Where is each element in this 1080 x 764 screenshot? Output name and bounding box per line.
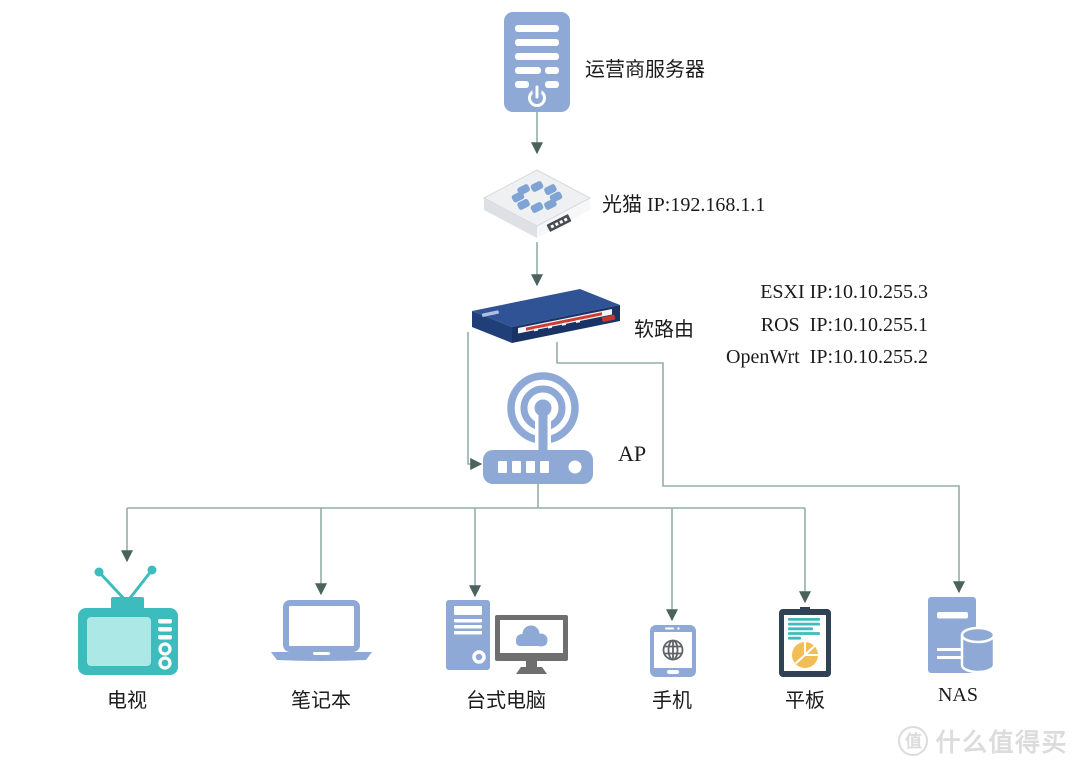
tablet-icon [779,607,831,677]
desktop-icon [446,600,568,675]
ap-label: AP [618,441,647,466]
router-ip-list: ESXI IP:10.10.255.3 ROS IP:10.10.255.1 O… [726,276,928,374]
watermark-text: 什么值得买 [935,729,1068,757]
smzdm-logo-icon: 值 [898,726,929,756]
tv-label: 电视 [107,690,147,712]
laptop-label: 笔记本 [291,690,351,712]
router-label: 软路由 [634,319,694,341]
tablet-label: 平板 [785,690,825,712]
nas-label: NAS [937,684,979,706]
smzdm-watermark: 值 什么值得买 [898,723,1068,759]
router-ip-openwrt: OpenWrt IP:10.10.255.2 [726,346,928,368]
edge-router-ap [467,332,483,470]
laptop-icon [269,600,374,662]
router-ip-ros: ROS IP:10.10.255.1 [760,313,928,336]
isp-server-label: 运营商服务器 [585,59,705,81]
edge-ap-bus [127,484,805,509]
router-icon [462,283,627,353]
ap-icon [483,366,593,484]
isp-server-icon [504,12,570,112]
phone-icon [650,625,696,677]
phone-label: 手机 [652,690,692,712]
tv-icon [75,562,180,677]
router-ip-esxi: ESXI IP:10.10.255.3 [760,281,928,303]
edge-router-nas [556,342,965,594]
nas-icon [928,597,996,677]
modem-icon [482,160,592,242]
desktop-label: 台式电脑 [466,690,546,712]
modem-label: 光猫 IP:192.168.1.1 [602,194,766,216]
